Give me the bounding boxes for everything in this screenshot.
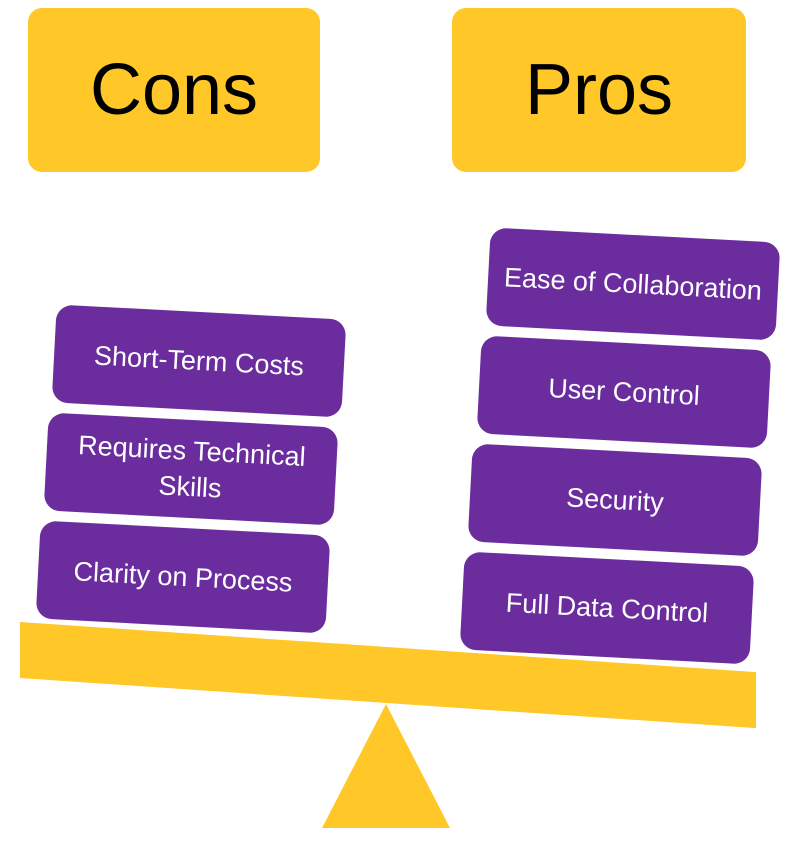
cons-header: Cons xyxy=(28,8,320,172)
cons-item-label: Short-Term Costs xyxy=(93,340,305,382)
pros-item-label: Security xyxy=(565,482,665,518)
pros-item-full-data-control: Full Data Control xyxy=(459,551,755,665)
pros-item-label: User Control xyxy=(547,373,701,411)
cons-item-label: Requires Technical Skills xyxy=(77,430,307,504)
pros-item-user-control: User Control xyxy=(476,335,772,449)
cons-header-label: Cons xyxy=(89,50,259,130)
cons-item-short-term-costs: Short-Term Costs xyxy=(51,304,347,418)
cons-item-requires-technical-skills: Requires Technical Skills xyxy=(43,412,339,526)
pros-item-security: Security xyxy=(467,443,763,557)
cons-item-label: Clarity on Process xyxy=(72,556,294,598)
pros-item-label: Ease of Collaboration xyxy=(503,262,763,306)
scale-fulcrum xyxy=(322,704,450,828)
pros-header-label: Pros xyxy=(524,50,674,130)
pros-item-ease-of-collaboration: Ease of Collaboration xyxy=(485,227,781,341)
pros-header: Pros xyxy=(452,8,746,172)
cons-item-clarity-on-process: Clarity on Process xyxy=(35,520,331,634)
pros-item-label: Full Data Control xyxy=(505,587,709,629)
